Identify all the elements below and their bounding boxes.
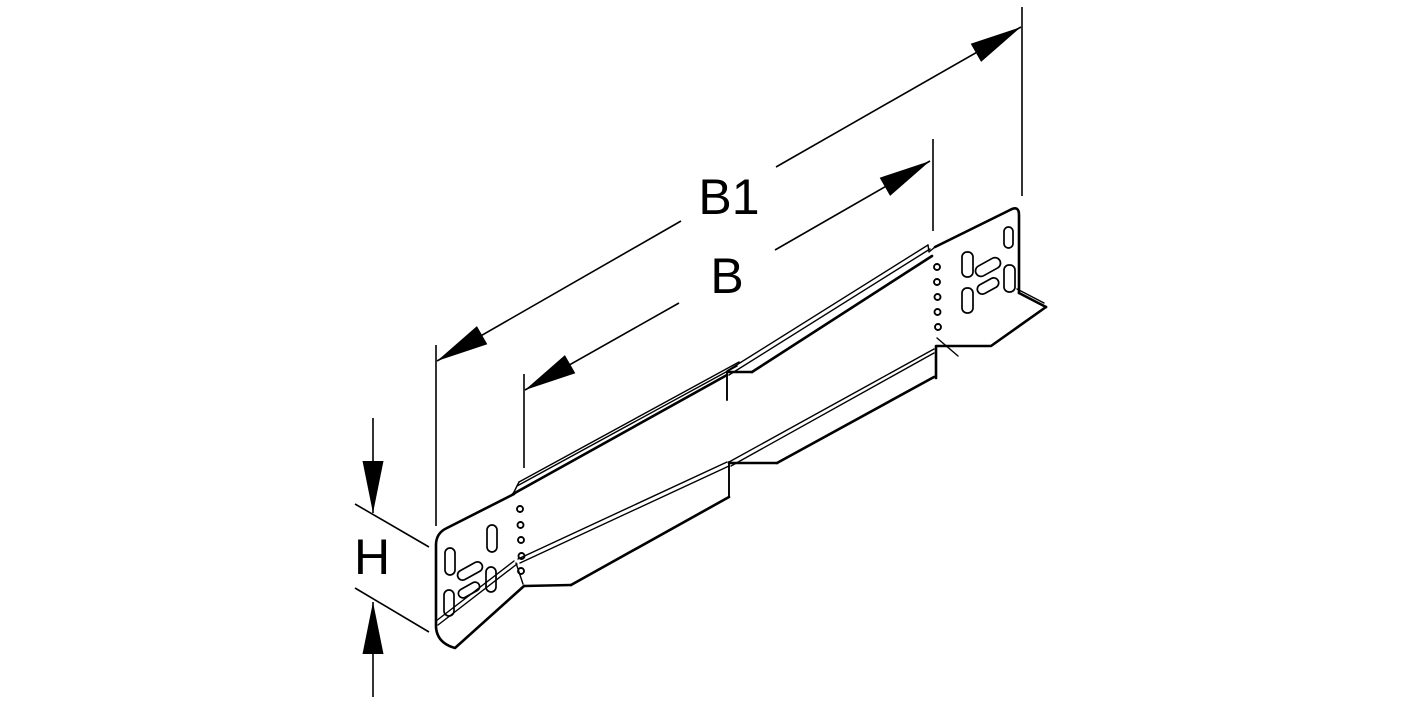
slot [443,589,455,617]
rail-top-edge [511,244,936,496]
right-plate-foot-inner [936,337,959,357]
slot [485,566,497,593]
h-arrowhead-bottom [362,602,384,654]
h-witness-line-top [354,503,430,548]
rail-top-edge-pair-right [726,244,931,376]
right-plate-foot [934,305,1048,380]
rail-top-fold [511,373,729,496]
dimension-h: H [354,418,430,697]
rail-bottom-edge [517,348,936,588]
hole [933,278,941,286]
b-arrowhead-right [879,161,930,196]
slot [456,561,484,581]
b-arrowhead-left [525,355,576,390]
slot [444,547,456,576]
rail-top-fold-right [750,254,934,374]
h-arrowhead-top [362,461,384,513]
slot [457,581,481,599]
slot [976,276,1000,296]
slot [961,287,974,314]
slot [974,256,1002,278]
hole [516,505,524,513]
h-witness-line-bottom [354,587,430,633]
tray-body [434,207,1048,650]
rail-bottom-notch-left [522,583,573,588]
left-end-plate [434,481,526,650]
hole [517,567,525,575]
right-plate-outline [933,207,1021,295]
right-plate-foot-fold [1017,291,1048,309]
right-plate-foot-fold-inner [1016,288,1045,304]
rail-bottom-edge-right [775,375,936,465]
rail-bottom-edge-left [569,495,731,587]
dimension-b: B [523,139,934,468]
b-label: B [710,248,743,304]
hole [933,293,942,301]
rail-top-edge-pair [516,361,740,487]
rail-bottom-fold-pair [517,461,730,564]
slot [1003,264,1016,293]
hole [933,263,941,271]
b1-arrowhead-left [437,326,488,361]
slot [1003,226,1014,249]
rail-bottom-fold-pair-right [728,348,935,467]
b1-arrowhead-right [970,27,1021,62]
b1-label: B1 [698,169,759,225]
left-plate-outline [434,492,526,650]
slot [961,251,974,278]
hole [517,536,525,544]
slot [486,524,498,553]
hole [934,323,942,331]
right-end-plate [933,207,1048,380]
hole [516,521,525,529]
rail-top-right-jog [927,244,936,253]
h-label: H [354,529,390,585]
dimension-b1: B1 [435,7,1023,526]
hole [933,308,942,316]
